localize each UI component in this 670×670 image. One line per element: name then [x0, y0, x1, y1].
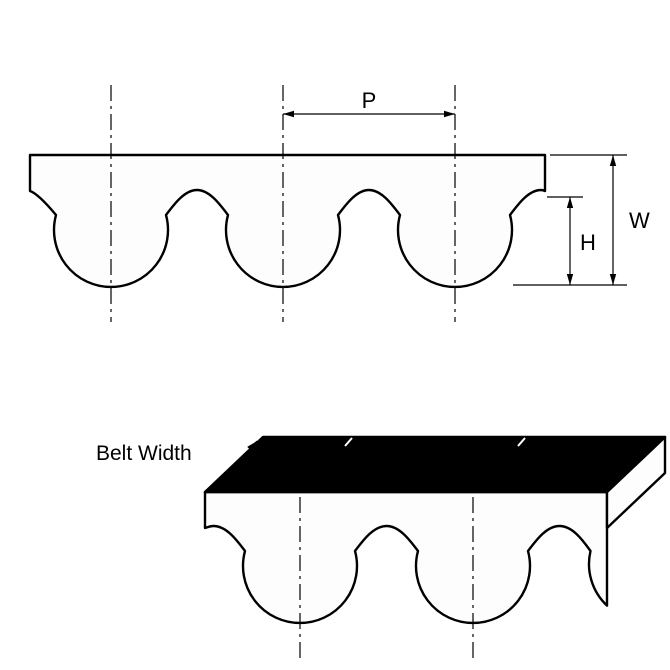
isometric-view: Belt Width [96, 435, 667, 658]
belt-width-arrow-upper-icon [247, 441, 257, 452]
pitch-arrow-right-icon [444, 110, 455, 118]
pitch-arrow-left-icon [283, 110, 294, 118]
height-arrow-bottom-icon [566, 274, 574, 285]
belt-front-face [203, 490, 609, 625]
width-arrow-top-icon [609, 155, 617, 166]
profile-view: P W H [28, 85, 650, 322]
overall-height-label: W [629, 208, 650, 233]
belt-width-callout: Belt Width [96, 440, 258, 488]
belt-width-label: Belt Width [96, 442, 192, 465]
belt-top-face [203, 435, 667, 494]
top-face-notch-2 [517, 437, 526, 447]
tooth-height-label: H [580, 230, 596, 255]
belt-width-arrow-lower-icon [215, 476, 225, 487]
belt-profile-section [28, 153, 547, 289]
tooth-height-dimension: H [547, 196, 596, 285]
height-arrow-top-icon [566, 197, 574, 208]
pitch-dimension: P [283, 88, 455, 118]
pitch-label: P [362, 88, 377, 113]
width-arrow-bottom-icon [609, 274, 617, 285]
top-face-notch-1 [344, 437, 353, 447]
